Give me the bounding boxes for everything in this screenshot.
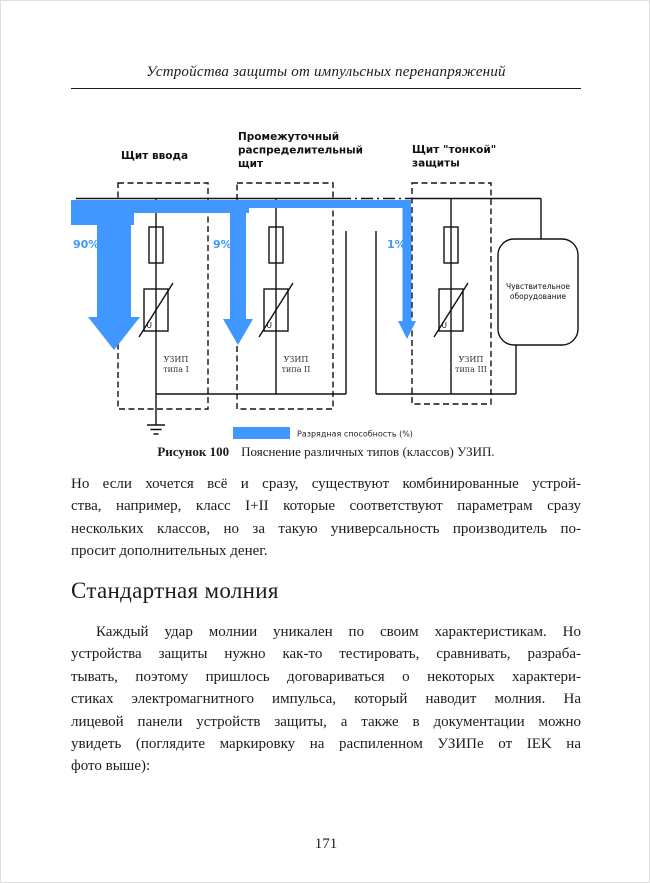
- spd-device-1: U УЗИП типа I: [138, 198, 189, 394]
- ground-symbol: [147, 394, 165, 435]
- text-line: просит дополнительных денег.: [71, 543, 268, 560]
- text-line: увидеть (поглядите маркировку на распиле…: [71, 736, 581, 753]
- figure-caption: Рисунок 100 Пояснение различных типов (кл…: [71, 444, 581, 460]
- flow-arrow-90: [88, 225, 140, 350]
- header-rule: [71, 88, 581, 89]
- section-heading: Стандартная молния: [71, 578, 279, 603]
- text-line: лицевой панели устройств защиты, а также…: [71, 713, 581, 730]
- text-line: Но если хочется всё и сразу, существуют …: [71, 476, 581, 492]
- equipment-box: [497, 238, 579, 346]
- fuse-2-symbol: [268, 226, 284, 264]
- flow-band-1: [249, 200, 411, 208]
- panel-2-title-line1: Промежуточный: [238, 131, 339, 143]
- fuse-3-symbol: [443, 226, 459, 264]
- figure-caption-text: Пояснение различных типов (классов) УЗИП…: [241, 444, 495, 459]
- figure-legend: Разрядная способность (%): [233, 427, 413, 439]
- percent-1-label: 1%: [387, 238, 406, 251]
- flow-band-90: [71, 200, 134, 225]
- paragraph-2: Каждый удар молнии уникален по своим хар…: [71, 621, 581, 778]
- spd-device-2: U УЗИП типа II: [258, 198, 311, 394]
- percent-9-label: 9%: [213, 238, 232, 251]
- wiring: [76, 197, 542, 435]
- text-line: Каждый удар молнии уникален по своим хар…: [96, 624, 581, 640]
- page-number: 171: [314, 836, 338, 852]
- panel-titles: Щит ввода Промежуточный распределительны…: [121, 131, 496, 170]
- flow-arrow-1: [398, 208, 416, 339]
- figure-caption-label: Рисунок 100: [157, 444, 230, 459]
- equipment-label-line2: оборудование: [510, 292, 567, 301]
- running-header: Устройства защиты от импульсных перенапр…: [146, 64, 506, 80]
- surge-flow: 90% 9% 1%: [71, 200, 416, 350]
- uzip-2-type: типа II: [282, 365, 311, 374]
- text-line: устройства защиты нужно как-то тестирова…: [71, 646, 581, 663]
- varistor-2-symbol: [263, 288, 289, 332]
- figure-diagram: U УЗИП типа I U УЗИП типа II U УЗИП типа…: [71, 131, 579, 439]
- spd-device-3: U УЗИП типа III: [433, 198, 487, 394]
- uzip-1-type: типа I: [163, 365, 189, 374]
- text-line: стиках электромагнитного импульса, котор…: [71, 691, 581, 708]
- panel-boxes: [117, 182, 492, 410]
- top-wire: [76, 197, 542, 239]
- fuse-1-symbol: [148, 226, 164, 264]
- panel-2-title-line3: щит: [238, 158, 264, 170]
- u-label-2: U: [267, 321, 273, 330]
- text-line: ства, например, класс I+II которые соотв…: [71, 498, 581, 515]
- panel-2-title-line2: распределительный: [238, 145, 363, 157]
- varistor-3-symbol: [438, 288, 464, 332]
- u-label-3: U: [442, 321, 448, 330]
- panel-3-title-line2: защиты: [412, 158, 460, 170]
- sensitive-equipment: Чувствительное оборудование: [497, 238, 579, 346]
- uzip-2-label: УЗИП: [284, 355, 309, 364]
- panel-3-title-line1: Щит "тонкой": [412, 144, 496, 156]
- legend-label: Разрядная способность (%): [297, 430, 413, 439]
- text-line: тывать, поэтому пришлось договариваться …: [71, 668, 581, 685]
- panel-3-box: [411, 182, 492, 405]
- flow-band-9: [134, 200, 249, 213]
- panel-1-title: Щит ввода: [121, 150, 188, 162]
- varistor-1-diagonal: [138, 282, 174, 338]
- uzip-3-type: типа III: [455, 365, 487, 374]
- bottom-wire: [156, 231, 517, 395]
- u-label-1: U: [147, 321, 153, 330]
- equipment-label-line1: Чувствительное: [506, 282, 570, 291]
- text-line: фото выше):: [71, 758, 151, 775]
- percent-90-label: 90%: [73, 238, 99, 251]
- varistor-1-symbol: [143, 288, 169, 332]
- varistor-2-diagonal: [258, 282, 294, 338]
- legend-swatch: [233, 427, 290, 439]
- uzip-3-label: УЗИП: [459, 355, 484, 364]
- uzip-1-label: УЗИП: [164, 355, 189, 364]
- text-line: нескольких классов, но за такую универса…: [71, 520, 581, 537]
- flow-arrow-9: [223, 213, 253, 345]
- panel-2-box: [236, 182, 334, 410]
- paragraph-1: Но если хочется всё и сразу, существуют …: [71, 473, 581, 563]
- varistor-3-diagonal: [433, 282, 469, 338]
